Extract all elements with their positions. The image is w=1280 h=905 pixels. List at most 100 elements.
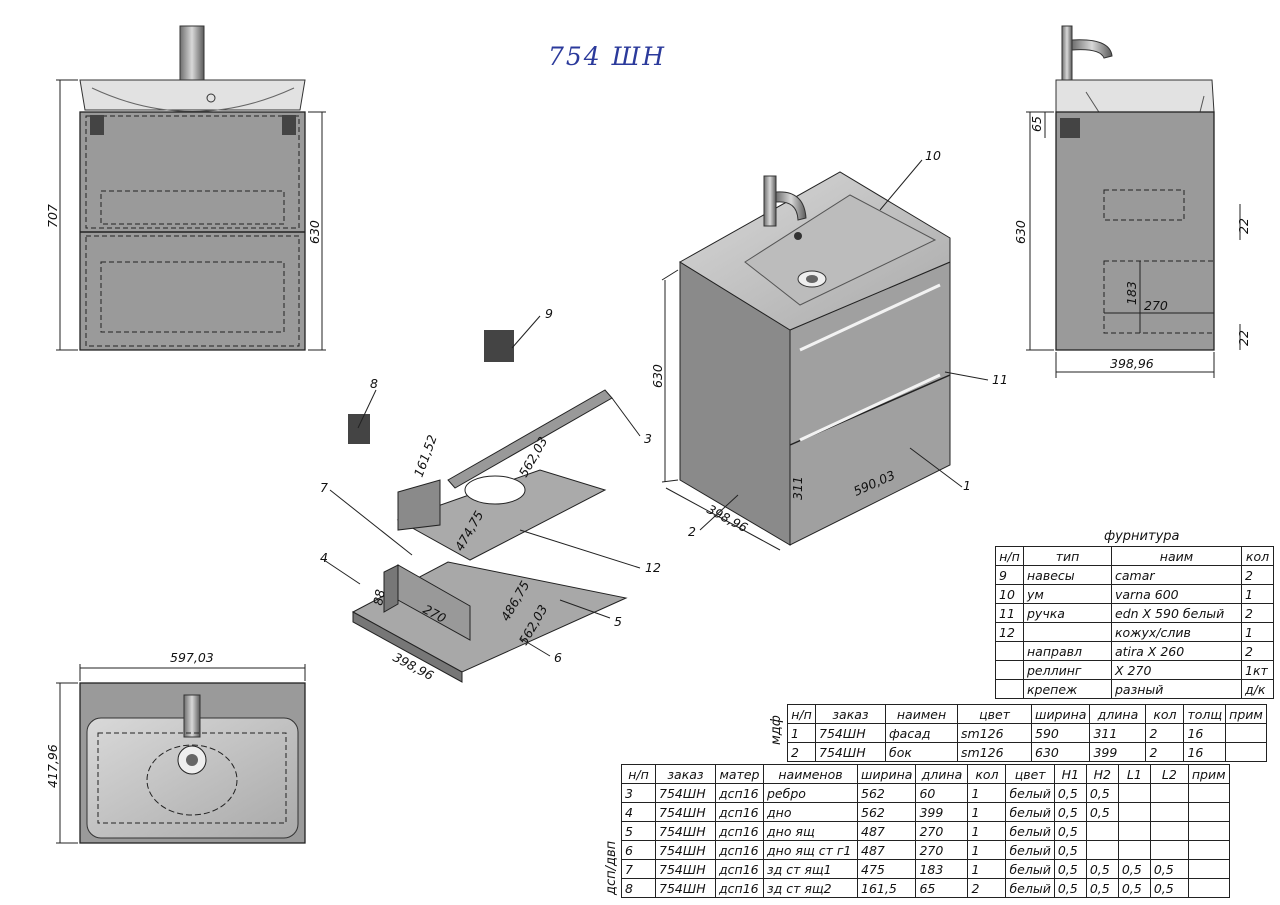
table-cell: sm126 — [957, 723, 1032, 743]
table-cell: 1 — [1241, 622, 1274, 642]
mdf-table-label: мдф — [769, 715, 784, 745]
table-cell — [1117, 783, 1151, 803]
table-cell — [1149, 840, 1189, 860]
top-dim-width: 597,03 — [170, 650, 214, 665]
table-cell: 562 — [856, 802, 917, 822]
table-cell: д/к — [1241, 679, 1274, 699]
table-cell: 10 — [995, 584, 1024, 604]
side-view: 630 65 22 22 183 270 398,96 — [1013, 25, 1251, 378]
table-cell: 2 — [1241, 641, 1274, 661]
table-cell: 754ШН — [815, 723, 886, 743]
table-cell: 65 — [915, 878, 969, 898]
table-cell: 2 — [1145, 742, 1185, 762]
table-cell: 0,5 — [1085, 783, 1119, 803]
table-cell: реллинг — [1023, 660, 1112, 680]
column-header: L1 — [1117, 764, 1151, 784]
callout-7: 7 — [320, 480, 328, 495]
table-cell: 754ШН — [655, 802, 716, 822]
callout-2: 2 — [688, 524, 696, 539]
table-cell: 1 — [787, 723, 816, 743]
table-cell: белый — [1005, 783, 1055, 803]
table-cell: 0,5 — [1053, 802, 1087, 822]
column-header: заказ — [815, 704, 886, 724]
table-cell — [1187, 821, 1230, 841]
table-cell: ручка — [1023, 603, 1112, 623]
column-header: прим — [1187, 764, 1230, 784]
exp-dim-161: 161,52 — [411, 433, 440, 479]
column-header: н/п — [787, 704, 816, 724]
side-dim-630: 630 — [1013, 220, 1028, 244]
exp-dim-88: 88 — [370, 588, 388, 606]
table-cell: белый — [1005, 802, 1055, 822]
side-dim-width: 398,96 — [1110, 356, 1154, 371]
table-cell: 8 — [621, 878, 656, 898]
table-cell: дсп16 — [715, 840, 764, 860]
table-cell: 1кт — [1241, 660, 1274, 680]
iso-dim-311: 311 — [790, 476, 805, 500]
table-cell: 183 — [915, 859, 969, 879]
table-cell: edn X 590 белый — [1111, 603, 1242, 623]
table-cell — [1117, 821, 1151, 841]
table-cell: 2 — [1145, 723, 1185, 743]
table-cell: varna 600 — [1111, 584, 1242, 604]
column-header: цвет — [957, 704, 1032, 724]
table-cell: 475 — [856, 859, 917, 879]
table-cell: 2 — [787, 742, 816, 762]
table-cell: 270 — [915, 840, 969, 860]
table-cell: 1 — [967, 802, 1007, 822]
part-callouts: 1 2 3 4 6 7 8 9 10 11 12 5 — [320, 148, 1008, 665]
table-cell — [1187, 802, 1230, 822]
callout-10: 10 — [925, 148, 941, 163]
column-header: н/п — [995, 546, 1024, 566]
table-cell: белый — [1005, 821, 1055, 841]
table-cell — [1117, 840, 1151, 860]
column-header: тип — [1023, 546, 1112, 566]
column-header: L2 — [1149, 764, 1189, 784]
table-cell: фасад — [885, 723, 958, 743]
table-cell: 590 — [1030, 723, 1091, 743]
table-cell: 0,5 — [1053, 840, 1087, 860]
table-cell: 0,5 — [1085, 802, 1119, 822]
column-header: кол — [1241, 546, 1274, 566]
table-cell: 754ШН — [815, 742, 886, 762]
table-cell: дсп16 — [715, 859, 764, 879]
table-cell: sm126 — [957, 742, 1032, 762]
table-cell: 16 — [1183, 742, 1227, 762]
dsp-table-label: дсп/двп — [604, 840, 619, 895]
side-dim-65: 65 — [1029, 116, 1044, 132]
table-cell — [1225, 723, 1267, 743]
table-cell: 754ШН — [655, 783, 716, 803]
column-header: цвет — [1005, 764, 1055, 784]
table-cell — [1187, 783, 1230, 803]
column-header: H2 — [1085, 764, 1119, 784]
table-cell: camar — [1111, 565, 1242, 585]
table-cell: 562 — [856, 783, 917, 803]
table-cell: 0,5 — [1053, 859, 1087, 879]
front-dim-707: 707 — [45, 204, 60, 228]
table-cell: 399 — [915, 802, 969, 822]
table-cell: ребро — [763, 783, 858, 803]
column-header: наим — [1111, 546, 1242, 566]
column-header: н/п — [621, 764, 656, 784]
callout-3: 3 — [644, 431, 652, 446]
table-cell: 1 — [967, 859, 1007, 879]
table-cell: 3 — [621, 783, 656, 803]
table-cell: 6 — [621, 840, 656, 860]
table-cell — [1023, 622, 1112, 642]
iso-view: 630 311 590,03 398,96 — [650, 171, 951, 551]
table-cell: ум — [1023, 584, 1112, 604]
column-header: ширина — [856, 764, 917, 784]
